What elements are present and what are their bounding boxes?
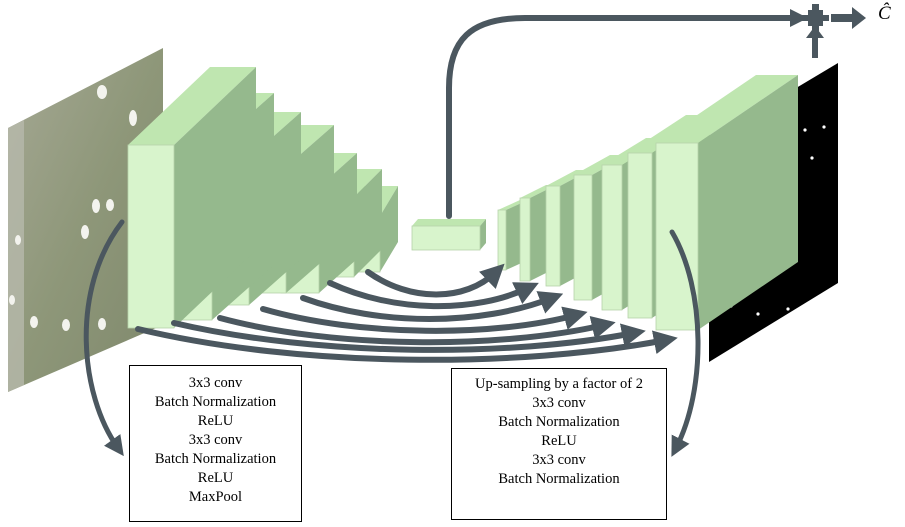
- decoder-line: Up-sampling by a factor of 2: [475, 376, 643, 392]
- arrow-icon: [831, 7, 866, 29]
- encoder-line: 3x3 conv: [188, 375, 243, 391]
- residual-arrow: [446, 4, 866, 219]
- bottleneck-block: [411, 219, 486, 251]
- decoder-block-description: Up-sampling by a factor of 2 3x3 conv Ba…: [451, 368, 667, 520]
- encoder-line: Batch Normalization: [154, 451, 277, 467]
- decoder-line: Batch Normalization: [498, 414, 620, 430]
- encoder-line: ReLU: [197, 470, 234, 486]
- encoder-block-description: 3x3 conv Batch Normalization ReLU 3x3 co…: [129, 365, 302, 522]
- encoder-line: Batch Normalization: [154, 394, 277, 410]
- plus-icon: [802, 4, 829, 32]
- decoder-line: 3x3 conv: [532, 395, 586, 411]
- block-detail-arrows: [83, 219, 701, 457]
- decoder-layers: [497, 75, 798, 331]
- decoder-line: ReLU: [541, 433, 577, 449]
- input-image: [8, 48, 163, 392]
- decoder-line: 3x3 conv: [532, 452, 586, 468]
- decoder-layer: [655, 75, 798, 331]
- encoder-layer: [127, 67, 256, 329]
- encoder-line: ReLU: [197, 413, 234, 429]
- encoder-layers: [127, 67, 398, 329]
- encoder-line: 3x3 conv: [188, 432, 243, 448]
- output-symbol: Ĉ: [878, 3, 891, 24]
- decoder-line: Batch Normalization: [498, 471, 620, 487]
- skip-connections: [135, 263, 678, 363]
- encoder-line: MaxPool: [188, 489, 243, 505]
